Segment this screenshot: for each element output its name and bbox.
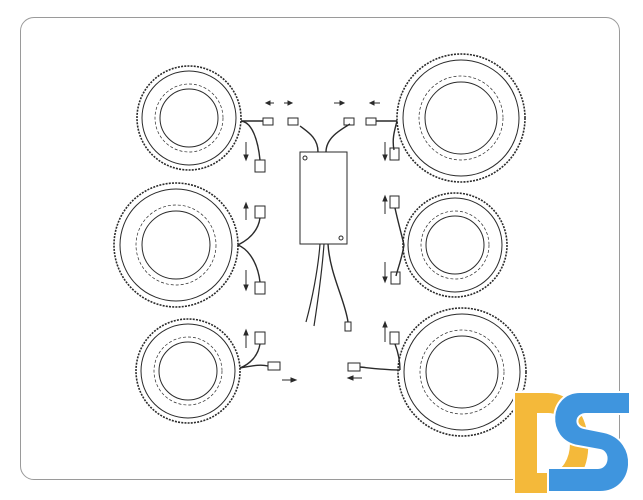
downlight-right-bottom (397, 307, 527, 437)
downlight-right-top (396, 53, 526, 183)
pigtail-right-bottom (346, 320, 401, 381)
diagram-frame (20, 17, 620, 480)
led-driver-box (299, 123, 352, 332)
logo-letter-s (547, 391, 631, 493)
pigtail-left-top (240, 120, 266, 173)
downlight-left-top (136, 65, 242, 171)
connector-top-right (334, 100, 397, 126)
pigtail-left-bottom (239, 328, 298, 383)
downlight-left-bottom (135, 318, 241, 424)
pigtail-right-middle (382, 194, 405, 285)
pigtail-right-top (382, 120, 400, 162)
pigtail-left-middle (237, 201, 266, 295)
downlight-right-middle (402, 192, 508, 298)
connector-top-left (241, 100, 299, 126)
